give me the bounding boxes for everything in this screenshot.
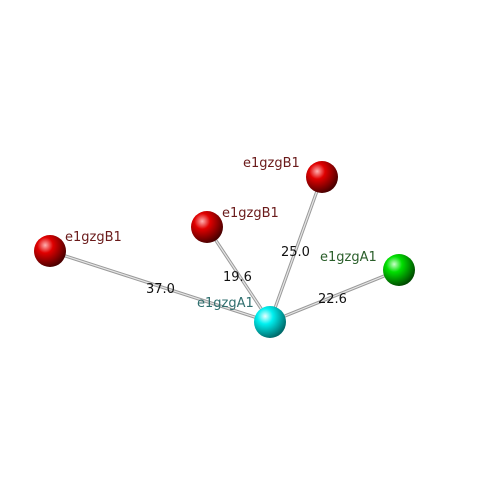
edge-far-left <box>48 249 272 324</box>
edge-label-far-left: 37.0 <box>146 282 175 297</box>
node-label-top: e1gzgB1 <box>243 156 300 171</box>
edge-label-mid: 19.6 <box>223 270 252 285</box>
edge-right <box>268 268 401 324</box>
node-center <box>254 306 286 338</box>
node-right <box>383 254 415 286</box>
edge-label-top: 25.0 <box>281 245 310 260</box>
node-label-far-left: e1gzgB1 <box>65 230 122 245</box>
edge-mid <box>205 225 272 324</box>
node-far-left <box>34 235 66 267</box>
node-mid <box>191 211 223 243</box>
edge-top <box>268 175 324 324</box>
node-label-mid: e1gzgB1 <box>222 206 279 221</box>
node-top <box>306 161 338 193</box>
node-label-right: e1gzgA1 <box>320 250 377 265</box>
edge-label-right: 22.6 <box>318 292 347 307</box>
node-label-center: e1gzgA1 <box>197 296 254 311</box>
